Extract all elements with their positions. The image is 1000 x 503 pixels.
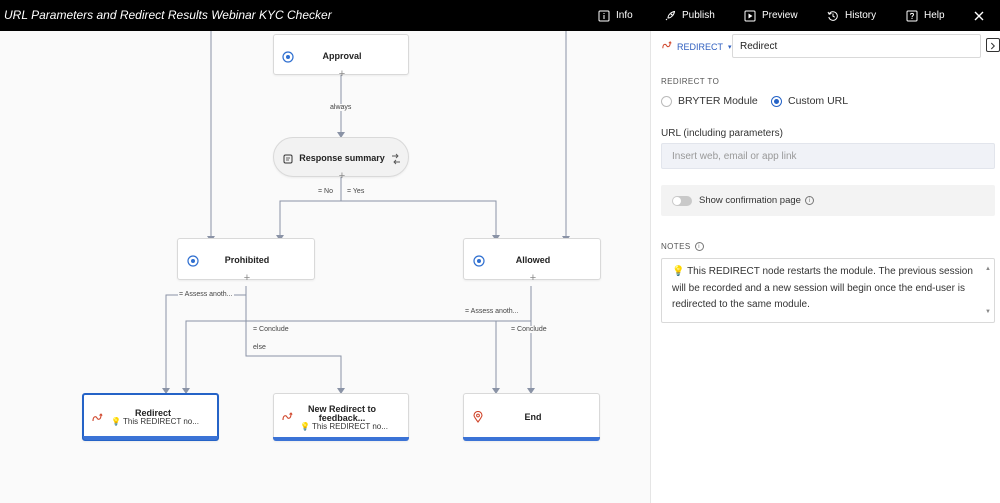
edge-label: = No (317, 188, 334, 195)
publish-label: Publish (682, 10, 715, 21)
radio-custom-url[interactable]: Custom URL (771, 95, 848, 107)
help-button[interactable]: Help (906, 0, 945, 31)
add-connection-button[interactable]: + (529, 272, 537, 284)
radio-label: Custom URL (788, 95, 849, 107)
edge-label: else (252, 344, 267, 351)
edge-label: always (329, 104, 353, 111)
play-icon (744, 10, 756, 22)
edge-label: = Assess anoth... (178, 291, 234, 298)
redirect-to-title: REDIRECT TO (661, 77, 720, 86)
shuffle-icon (390, 152, 402, 165)
node-name-input[interactable]: Redirect (732, 34, 981, 58)
node-label: New Redirect to feedback... (307, 404, 376, 423)
rocket-icon (664, 10, 676, 22)
properties-panel: REDIRECT ▾ Redirect REDIRECT TO BRYTER M… (650, 31, 1000, 503)
node-type-dropdown[interactable]: REDIRECT ▾ (661, 40, 732, 53)
collapse-panel-button[interactable] (986, 38, 1000, 52)
lightbulb-icon: 💡 (672, 266, 685, 277)
edge-label: = Conclude (252, 326, 290, 333)
node-end[interactable]: End (463, 393, 600, 441)
chevron-right-icon (990, 42, 996, 50)
add-connection-button[interactable]: + (338, 170, 346, 182)
add-connection-button[interactable]: + (338, 68, 346, 80)
publish-button[interactable]: Publish (664, 0, 715, 31)
flow-connectors (162, 31, 570, 394)
info-icon[interactable]: i (694, 242, 704, 252)
node-status-bar (273, 437, 409, 441)
node-label: Prohibited (224, 255, 270, 265)
url-input[interactable]: Insert web, email or app link (661, 143, 995, 169)
node-type-label: REDIRECT (677, 41, 724, 52)
notes-textarea[interactable]: 💡 This REDIRECT node restarts the module… (661, 258, 995, 323)
chevron-down-icon: ▾ (728, 43, 732, 51)
pin-icon (472, 410, 484, 423)
edge-label: = Assess anoth... (464, 308, 520, 315)
scroll-down-icon[interactable]: ▼ (985, 308, 991, 315)
redirect-icon (91, 411, 103, 423)
node-status-bar (463, 437, 600, 441)
target-icon (282, 50, 294, 63)
flow-canvas[interactable]: Approval + Response summary + Prohibited… (0, 31, 650, 503)
radio-bryter-module[interactable]: BRYTER Module (661, 95, 758, 107)
info-icon[interactable]: i (804, 195, 814, 205)
history-button[interactable]: History (827, 0, 876, 31)
app-title: URL Parameters and Redirect Results Webi… (4, 8, 332, 22)
node-label: Allowed (515, 255, 551, 265)
preview-button[interactable]: Preview (744, 0, 798, 31)
node-redirect[interactable]: Redirect 💡 This REDIRECT no... (82, 393, 219, 441)
preview-label: Preview (762, 10, 798, 21)
node-response-summary[interactable]: Response summary + (273, 137, 409, 182)
redirect-icon (661, 40, 672, 53)
close-icon[interactable] (971, 8, 987, 24)
radio-button[interactable] (771, 95, 782, 107)
node-approval[interactable]: Approval + (273, 34, 409, 80)
node-label: Approval (322, 51, 362, 61)
top-bar: URL Parameters and Redirect Results Webi… (0, 0, 1000, 31)
radio-label: BRYTER Module (678, 95, 758, 107)
node-subtitle: 💡 This REDIRECT no... (111, 417, 199, 426)
url-field-label: URL (including parameters) (661, 128, 783, 139)
info-label: Info (616, 10, 633, 21)
node-label: Redirect (134, 408, 171, 418)
node-subtitle: 💡 This REDIRECT no... (300, 422, 388, 431)
info-icon (598, 10, 610, 22)
edge-label: = Conclude (510, 326, 548, 333)
target-icon (473, 254, 485, 267)
add-connection-button[interactable]: + (243, 272, 251, 284)
radio-button[interactable] (661, 95, 672, 107)
node-label: Response summary (299, 153, 385, 163)
target-icon (187, 254, 199, 267)
info-button[interactable]: Info (598, 0, 633, 31)
confirmation-toggle[interactable] (672, 196, 692, 206)
node-allowed[interactable]: Allowed + (463, 238, 601, 284)
redirect-icon (281, 410, 293, 422)
node-status-bar (83, 436, 218, 440)
scroll-up-icon[interactable]: ▲ (985, 266, 991, 272)
history-icon (827, 10, 839, 22)
node-new-redirect[interactable]: New Redirect to feedback... 💡 This REDIR… (273, 393, 409, 441)
help-icon (906, 10, 918, 22)
edge-label: = Yes (346, 188, 366, 195)
node-prohibited[interactable]: Prohibited + (177, 238, 315, 284)
help-label: Help (924, 10, 945, 21)
history-label: History (845, 10, 877, 21)
node-label: End (524, 412, 542, 422)
notes-text: This REDIRECT node restarts the module. … (672, 266, 973, 310)
document-icon (282, 152, 294, 164)
